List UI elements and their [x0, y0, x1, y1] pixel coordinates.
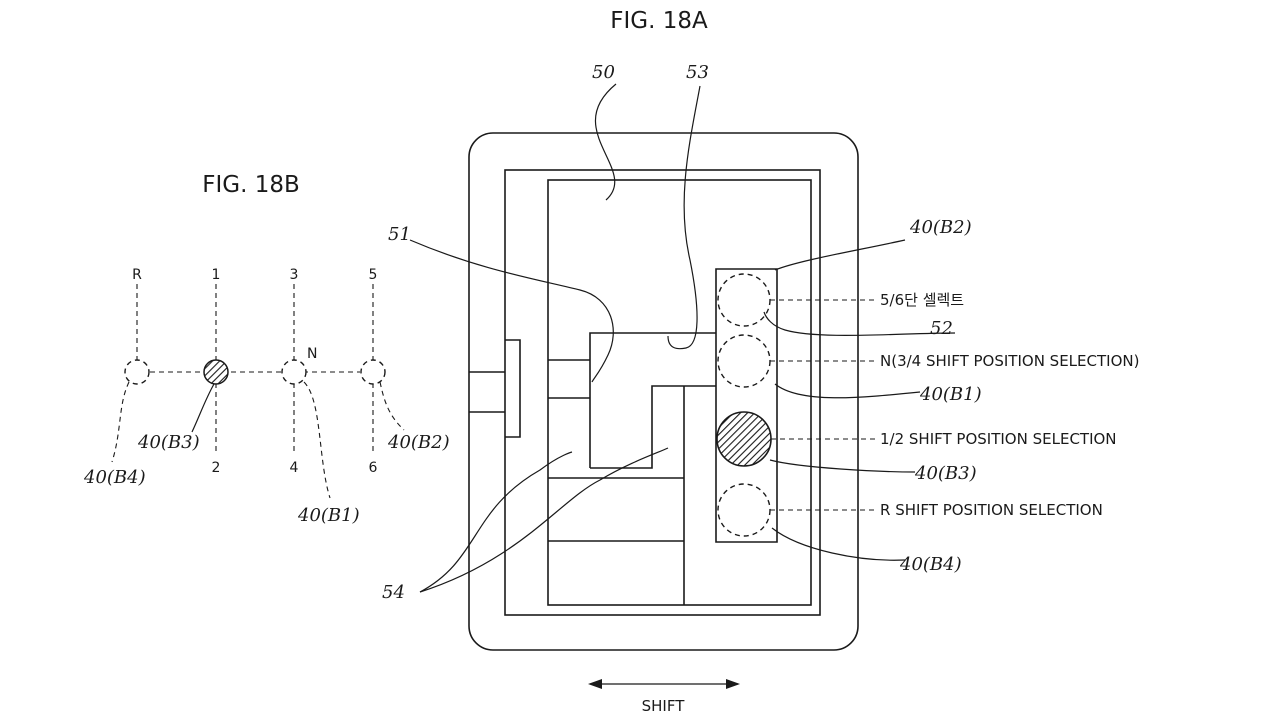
shift-label: SHIFT: [642, 697, 686, 715]
fig-18b-title: FIG. 18B: [202, 172, 300, 198]
side-tab: [505, 339, 521, 438]
shift-pattern-lines: [136, 284, 374, 455]
ball-b1-position: [717, 334, 771, 388]
b2-position-56: [360, 359, 386, 385]
plate-details: [548, 332, 716, 605]
ref-18b-40-b1: 40(B1): [297, 505, 360, 526]
b1-position-neutral: [281, 359, 307, 385]
ref-18b-40-b2: 40(B2): [387, 432, 450, 453]
gear-label-6: 6: [369, 460, 378, 476]
leaders-18b: [111, 381, 405, 499]
ball-b2-position: [717, 273, 771, 327]
ref-18b-40-b3: 40(B3): [137, 432, 200, 453]
ball-b4-position: [717, 483, 771, 537]
gear-label-2: 2: [212, 460, 221, 476]
gear-label-5: 5: [369, 267, 378, 283]
b4-position-r: [124, 359, 150, 385]
shift-arrow: [588, 679, 740, 689]
gear-label-3: 3: [290, 267, 299, 283]
ref-40-b4: 40(B4): [899, 554, 962, 575]
ref-18b-40-b4: 40(B4): [83, 467, 146, 488]
gear-label-4: 4: [290, 460, 299, 476]
neutral-label: N: [307, 346, 317, 362]
ref-52: 52: [930, 318, 953, 339]
leaders-18a: [409, 83, 956, 593]
inner-housing: [504, 169, 821, 616]
ref-51: 51: [388, 224, 411, 245]
ref-53: 53: [686, 62, 709, 83]
ball-b3-detent: [716, 411, 772, 467]
ref-50: 50: [592, 62, 615, 83]
selection-slot-52: [715, 268, 778, 543]
b3-position-12: [203, 359, 229, 385]
label-56-select: 5/6단 셀렉트: [880, 291, 964, 309]
fig-18a-title: FIG. 18A: [610, 8, 708, 34]
label-r-selection: R SHIFT POSITION SELECTION: [880, 501, 1103, 519]
ref-54: 54: [382, 582, 405, 603]
label-12-selection: 1/2 SHIFT POSITION SELECTION: [880, 430, 1117, 448]
label-n-34-selection: N(3/4 SHIFT POSITION SELECTION): [880, 352, 1139, 370]
gear-label-1: 1: [212, 267, 221, 283]
outer-housing: [468, 132, 859, 651]
gear-label-r: R: [132, 267, 142, 283]
ref-40-b1: 40(B1): [919, 384, 982, 405]
ref-40-b3: 40(B3): [914, 463, 977, 484]
ref-40-b2: 40(B2): [909, 217, 972, 238]
plate-50: [547, 179, 812, 606]
tab-guides: [469, 371, 505, 413]
